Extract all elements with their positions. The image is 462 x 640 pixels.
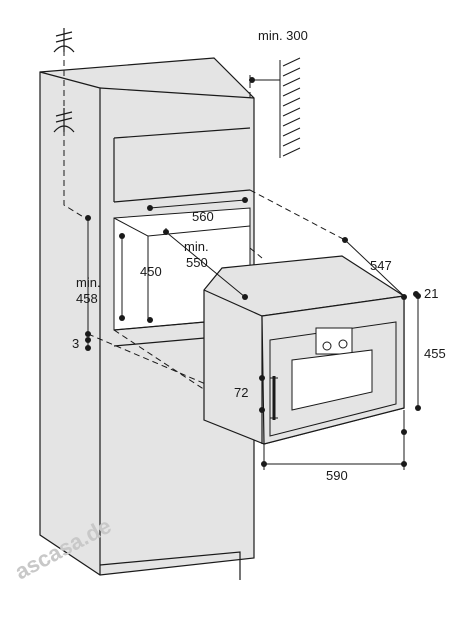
niche-height-label: 450 [140,264,162,279]
ground-symbol-mid [53,108,75,133]
wall-hatch [249,56,302,158]
handle-offset-label: 72 [234,385,248,400]
niche-width-label: 560 [192,209,214,224]
appliance-height-label: 455 [424,346,446,361]
min-clearance-label: min. 300 [258,28,308,43]
dimension-lines [85,197,421,470]
niche-depth-label-line2: 550 [186,255,208,270]
front-thickness-label: 21 [424,286,438,301]
ground-symbol-top [53,28,75,53]
oven-appliance [203,255,405,445]
appliance-depth-label: 547 [370,258,392,273]
base-offset-label: 3 [72,336,79,351]
min-height-label-line1: min. [76,275,101,290]
appliance-width-label: 590 [326,468,348,483]
min-height-label-line2: 458 [76,291,98,306]
niche-depth-label-line1: min. [184,239,209,254]
